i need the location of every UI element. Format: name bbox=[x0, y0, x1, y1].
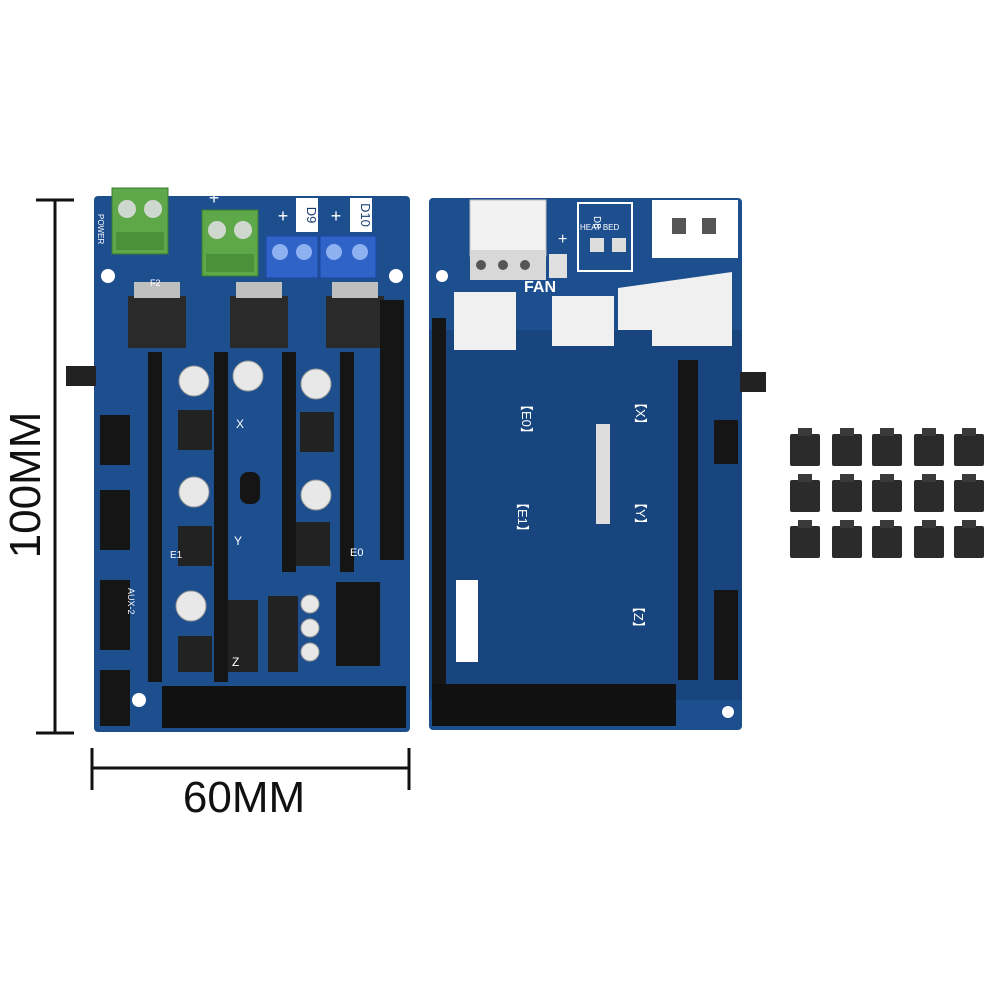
x-label: X bbox=[236, 417, 244, 431]
aux2-label: AUX-2 bbox=[126, 588, 136, 615]
jumper-cap bbox=[914, 428, 944, 466]
height-dimension: 100MM bbox=[1, 198, 74, 735]
svg-text:+: + bbox=[278, 206, 289, 226]
width-label: 60MM bbox=[183, 773, 305, 822]
back-z-label: 【Z】 bbox=[631, 600, 646, 634]
mount-hole bbox=[101, 269, 115, 283]
f2-label: F2 bbox=[150, 278, 161, 288]
mount-hole bbox=[132, 693, 146, 707]
fan-label: FAN bbox=[524, 279, 556, 296]
jumper-cap bbox=[872, 474, 902, 512]
jumper-cap bbox=[954, 520, 984, 558]
back-y-label: 【Y】 bbox=[633, 496, 648, 531]
jumper-cap bbox=[832, 520, 862, 558]
mount-hole bbox=[436, 270, 448, 282]
d10-label: D10 bbox=[358, 203, 373, 227]
e0-label: E0 bbox=[350, 547, 363, 559]
d9-terminal bbox=[265, 235, 319, 279]
jumper-cap bbox=[914, 520, 944, 558]
heat-bed-label: HEAT BED bbox=[580, 223, 619, 232]
jumper-caps bbox=[790, 428, 984, 558]
mount-hole bbox=[722, 706, 734, 718]
fan-connector bbox=[469, 199, 567, 280]
d10-terminal bbox=[319, 235, 377, 279]
jumper-cap bbox=[914, 474, 944, 512]
mosfets bbox=[128, 282, 384, 348]
svg-text:+: + bbox=[331, 206, 342, 226]
y-label: Y bbox=[234, 534, 242, 548]
d8-label: D8 bbox=[591, 216, 602, 229]
e1-label: E1 bbox=[170, 550, 183, 561]
z-label: Z bbox=[232, 655, 239, 669]
jumper-cap bbox=[872, 520, 902, 558]
back-e0-label: 【E0】 bbox=[519, 398, 534, 440]
jumper-cap bbox=[790, 474, 820, 512]
back-board: FAN + HEAT BED D8 【E0】 【X】 【E1】 【Y】 【Z】 bbox=[429, 198, 766, 730]
width-dimension: 60MM bbox=[90, 748, 411, 822]
mount-hole bbox=[389, 269, 403, 283]
power-label: POWER bbox=[96, 214, 105, 244]
power-terminal-block bbox=[111, 187, 169, 255]
height-label: 100MM bbox=[1, 412, 50, 559]
thermal-pads bbox=[454, 272, 732, 350]
jumper-cap bbox=[832, 474, 862, 512]
jumper-cap bbox=[790, 428, 820, 466]
jumper-cap bbox=[832, 428, 862, 466]
back-bottom-header bbox=[432, 684, 676, 726]
bottom-pin-header bbox=[162, 686, 406, 728]
svg-text:+: + bbox=[209, 188, 220, 208]
jumper-cap bbox=[954, 474, 984, 512]
jumper-cap bbox=[872, 428, 902, 466]
jumper-cap bbox=[790, 520, 820, 558]
svg-text:+: + bbox=[558, 231, 567, 248]
jumper-cap bbox=[954, 428, 984, 466]
back-e1-label: 【E1】 bbox=[515, 496, 530, 538]
d9-label: D9 bbox=[304, 207, 319, 224]
back-x-label: 【X】 bbox=[633, 396, 648, 431]
capacitors bbox=[175, 360, 332, 662]
power-terminal-block-2 bbox=[201, 209, 259, 277]
front-board: D9 D10 + + + bbox=[66, 187, 410, 732]
